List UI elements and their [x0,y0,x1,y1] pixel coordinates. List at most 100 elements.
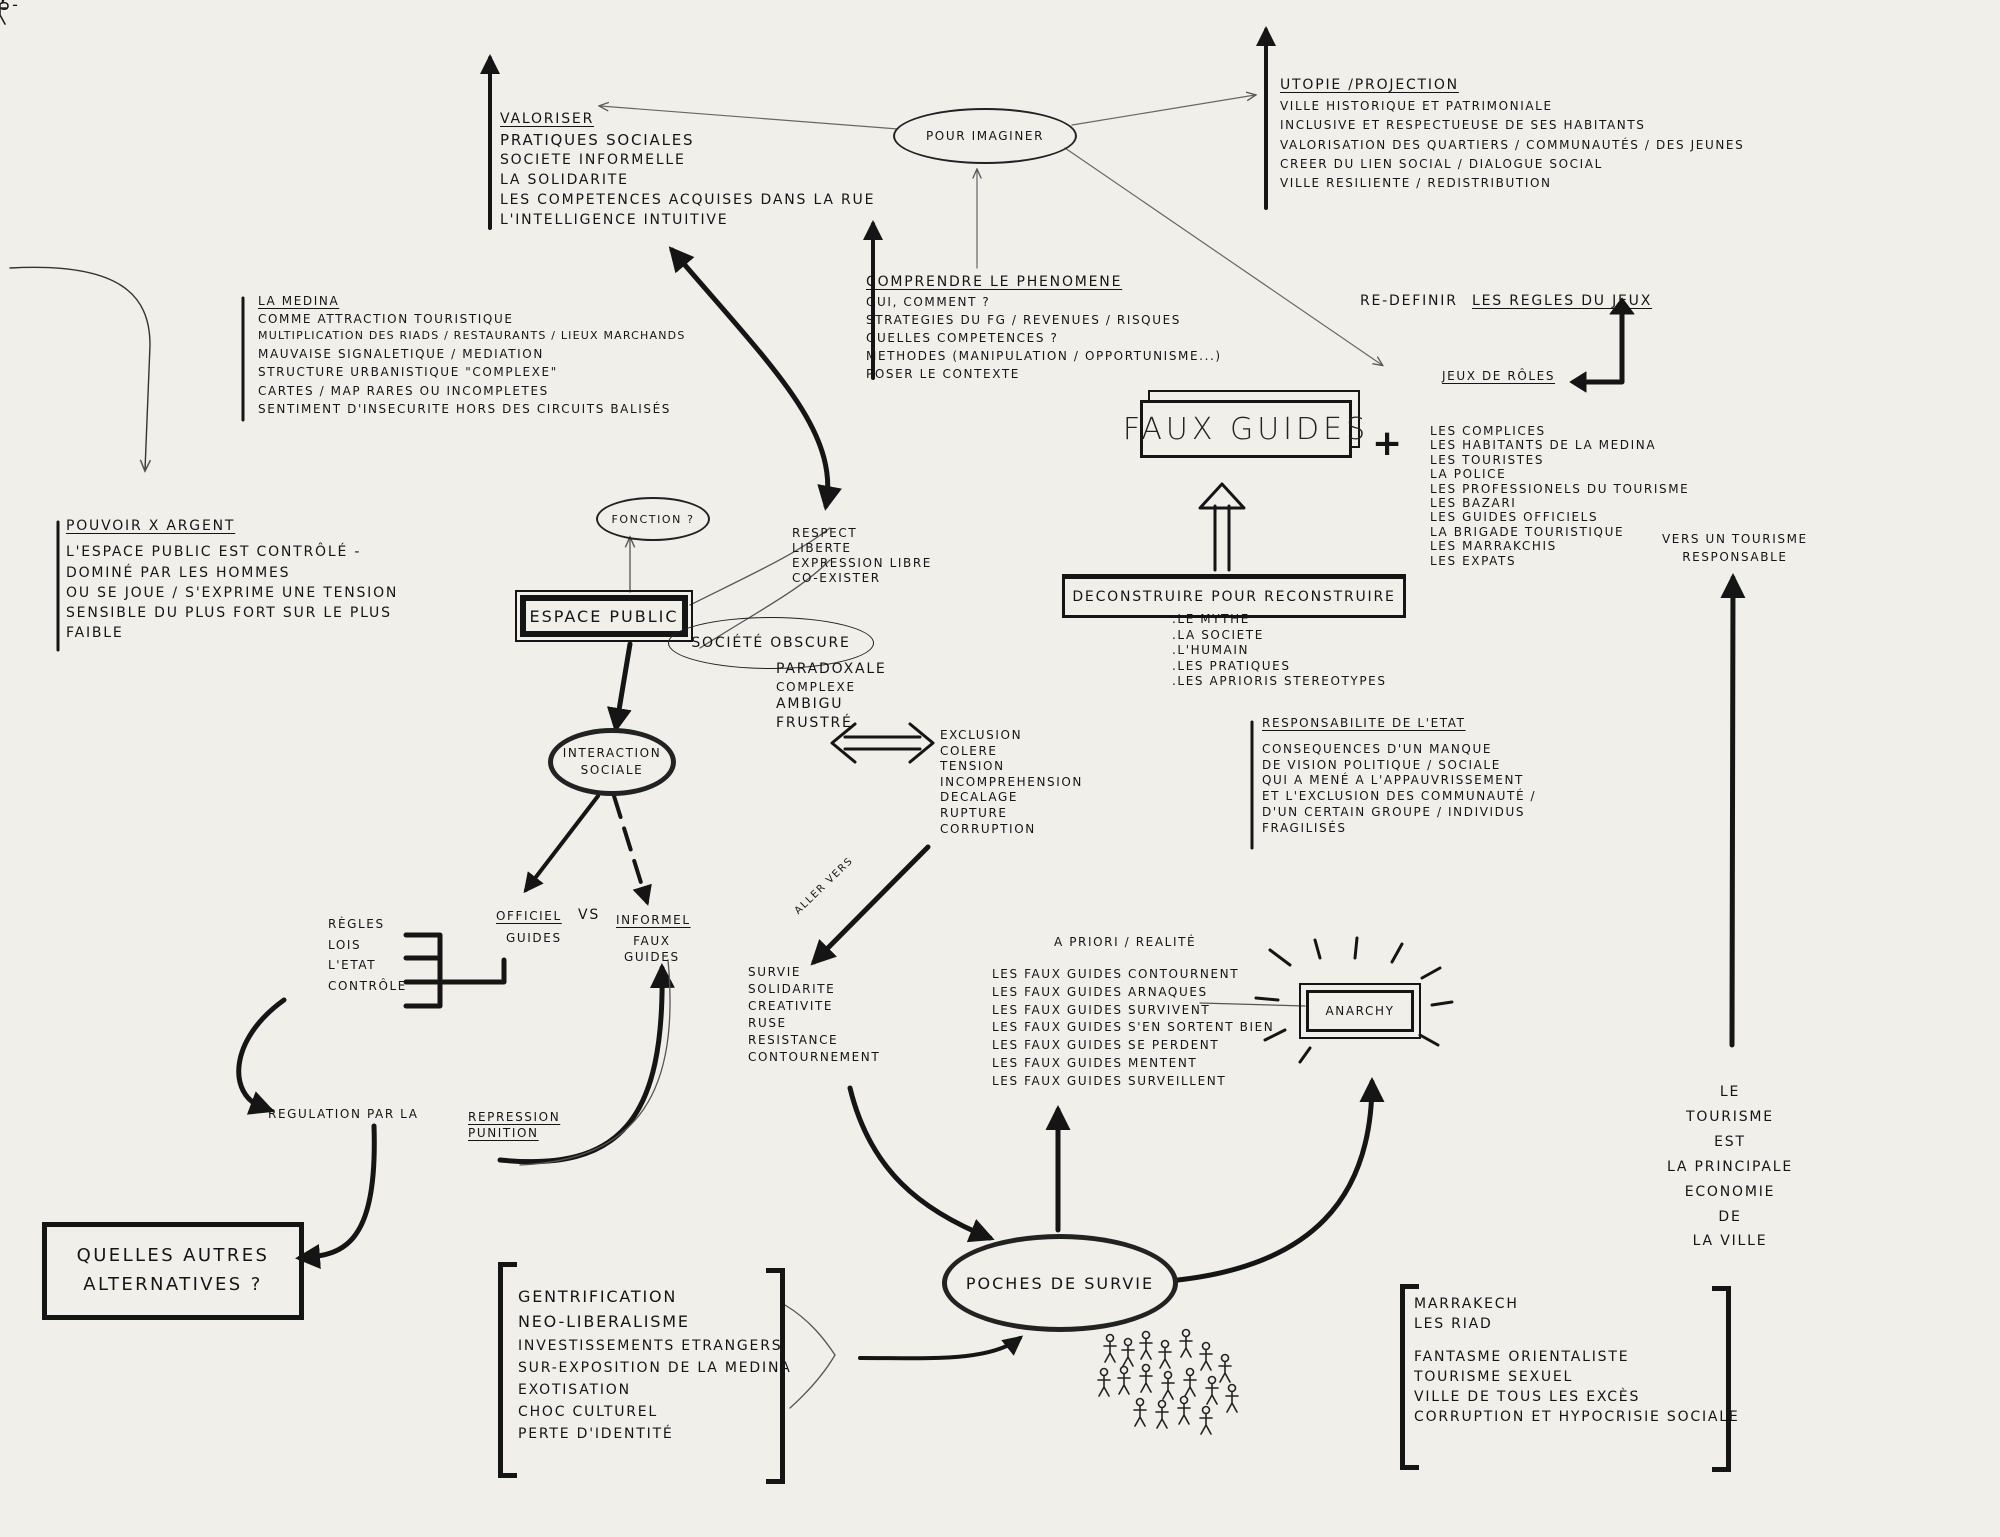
comprendre-line-2: Strategies du FG / revenues / risques [866,313,1182,327]
officiel-label: Officiel [496,909,562,923]
medina-block: La medina Comme attraction touristique M… [258,292,686,418]
marrakech-line-3: Fantasme orientaliste [1414,1348,1630,1365]
plus-sign: + [1372,423,1403,464]
quelles-line-1: Quelles autres [76,1245,270,1267]
link-imaginer-jeux [1064,147,1382,365]
gentrification-line-2: Neo-liberalisme [518,1312,690,1332]
fork-regles [403,932,507,1009]
acteur-9: Les marrakchis [1430,539,1557,554]
deconstruire-item-4: .Les pratiques [1172,658,1291,673]
societe-obscure-oval: Société obscure [668,617,874,669]
faux-guides-list-3: Les faux guides survivent [992,1002,1211,1017]
acteur-7: Les guides officiels [1430,510,1599,525]
survie-line-1: Survie [748,965,802,979]
arrow-tourisme-responsable [1720,573,1746,1048]
deconstruire-item-5: .Les aprioris stereotypes [1172,674,1387,689]
pouvoir-title: Pouvoir x argent [66,518,236,534]
gentrification-line-5: Exotisation [518,1381,631,1398]
deconstruire-item-3: .L'humain [1172,643,1250,658]
double-arrow-paradoxale-exclusion [843,735,922,751]
regles-list: Règles Lois L'etat Contrôle [328,914,407,997]
regles-line-4: Contrôle [328,978,407,993]
faux-guides-box: Faux guides [1123,400,1365,458]
interaction-line-1: Interaction [562,746,662,761]
arrow-aller-vers [810,844,931,966]
valoriser-line-5: L'intelligence intuitive [500,211,729,228]
arrow-interaction-officiel [523,794,600,894]
exclusion-line-4: Incomprehension [940,774,1084,789]
redefinir-block: Re-definir les regles du jeux [1360,292,1652,312]
paradoxale-list: Paradoxale Complexe Ambigu Frustré [776,660,887,733]
responsabilite-line-1: Consequences d'un manque [1262,741,1493,756]
faux-guides-list: Les faux guides contournent Les faux gui… [992,966,1274,1090]
faux-guides-small-1: faux [633,934,671,948]
deconstruire-item-2: .La societe [1172,627,1264,642]
marrakech-list: Marrakech Les riad Fantasme orientaliste… [1414,1294,1740,1428]
arrow-espace-interaction [606,641,633,733]
exclusion-line-1: Exclusion [940,728,1023,742]
valoriser-title: Valoriser [500,111,595,127]
anarchy-box: Anarchy [1299,983,1421,1039]
respect-line-3: Expression libre [792,556,932,570]
le-tourisme-line-5: economie [1684,1183,1776,1200]
medina-line-5: Cartes / map rares ou incompletes [258,383,549,398]
gentrification-bracket-right [766,1268,785,1484]
utopie-title: Utopie /projection [1280,77,1459,93]
paradoxale-line-2: Complexe [776,679,856,694]
redefinir-label: Re-definir [1360,293,1458,309]
marrakech-line-5: Ville de tous les excès [1414,1389,1641,1406]
regles-line-3: L'etat [328,958,377,973]
utopie-line-4: Creer du lien social / dialogue social [1280,156,1603,171]
marrakech-line-4: Tourisme sexuel [1414,1368,1574,1385]
le-tourisme-line-7: la ville [1692,1233,1768,1250]
link-espace-valoriser [668,246,842,511]
marrakech-line-1: Marrakech [1414,1296,1519,1312]
medina-line-3: Mauvaise signaletique / mediation [258,347,544,362]
arrowhead-jeux [1569,371,1587,393]
medina-line-1: Comme attraction touristique [258,312,514,327]
double-arrow-head-right [908,722,935,764]
arc-regulation-quelles [295,1123,377,1269]
vs-label: VS [578,907,601,923]
acteur-8: La brigade touristique [1430,524,1625,539]
deconstruire-item-1: .Le mythe [1172,612,1250,626]
exclusion-line-7: Corruption [940,821,1036,836]
acteur-10: Les expats [1430,553,1517,568]
link-imaginer-valoriser [600,106,899,130]
link-imaginer-utopie [1071,95,1255,126]
valoriser-line-4: Les competences acquises dans la rue [500,191,876,208]
exclusion-line-3: Tension [940,759,1005,774]
valoriser-line-2: Societe informelle [500,152,686,169]
utopie-block: Utopie /projection Ville historique et p… [1280,74,1744,194]
deconstruire-box: Deconstruire pour reconstruire [1062,574,1406,618]
marrakech-bracket-right [1712,1286,1731,1472]
arrowhead-regles [1609,297,1635,315]
double-arrow-head-left [830,722,857,764]
medina-title: La medina [258,294,340,308]
comprendre-line-1: Qui, comment ? [866,295,991,309]
acteur-2: Les habitants de la medina [1430,438,1657,453]
survie-line-5: Resistance [748,1033,839,1048]
acteur-1: Les complices [1430,424,1546,438]
survie-line-2: Solidarite [748,982,836,997]
le-tourisme-block: Le tourisme est la principale economie d… [1660,1080,1800,1254]
medina-line-4: Structure urbanistique "complexe" [258,365,558,380]
responsabilite-line-2: de vision politique / sociale [1262,757,1501,772]
exclusion-list: Exclusion Colere Tension Incomprehension… [940,728,1083,837]
pouvoir-line-5: faible [66,625,124,642]
vers-tourisme-line-1: Vers un tourisme [1662,532,1808,546]
loop-left [9,266,150,470]
valoriser-line-3: La solidarite [500,172,629,189]
gentrification-line-1: Gentrification [518,1287,678,1306]
acteur-4: La police [1430,467,1507,482]
valoriser-line-1: Pratiques sociales [500,130,695,149]
gentrification-line-7: Perte d'identité [518,1425,674,1442]
pouvoir-line-4: sensible du plus fort sur le plus [66,605,392,622]
pouvoir-line-3: ou se joue / s'exprime une tension [66,584,399,601]
le-tourisme-line-2: tourisme [1686,1108,1774,1125]
informel-label: Informel [616,913,691,927]
le-tourisme-line-6: de [1718,1208,1742,1225]
utopie-line-3: Valorisation des quartiers / communautés… [1280,137,1745,152]
arc-repression-informel [497,963,675,1165]
